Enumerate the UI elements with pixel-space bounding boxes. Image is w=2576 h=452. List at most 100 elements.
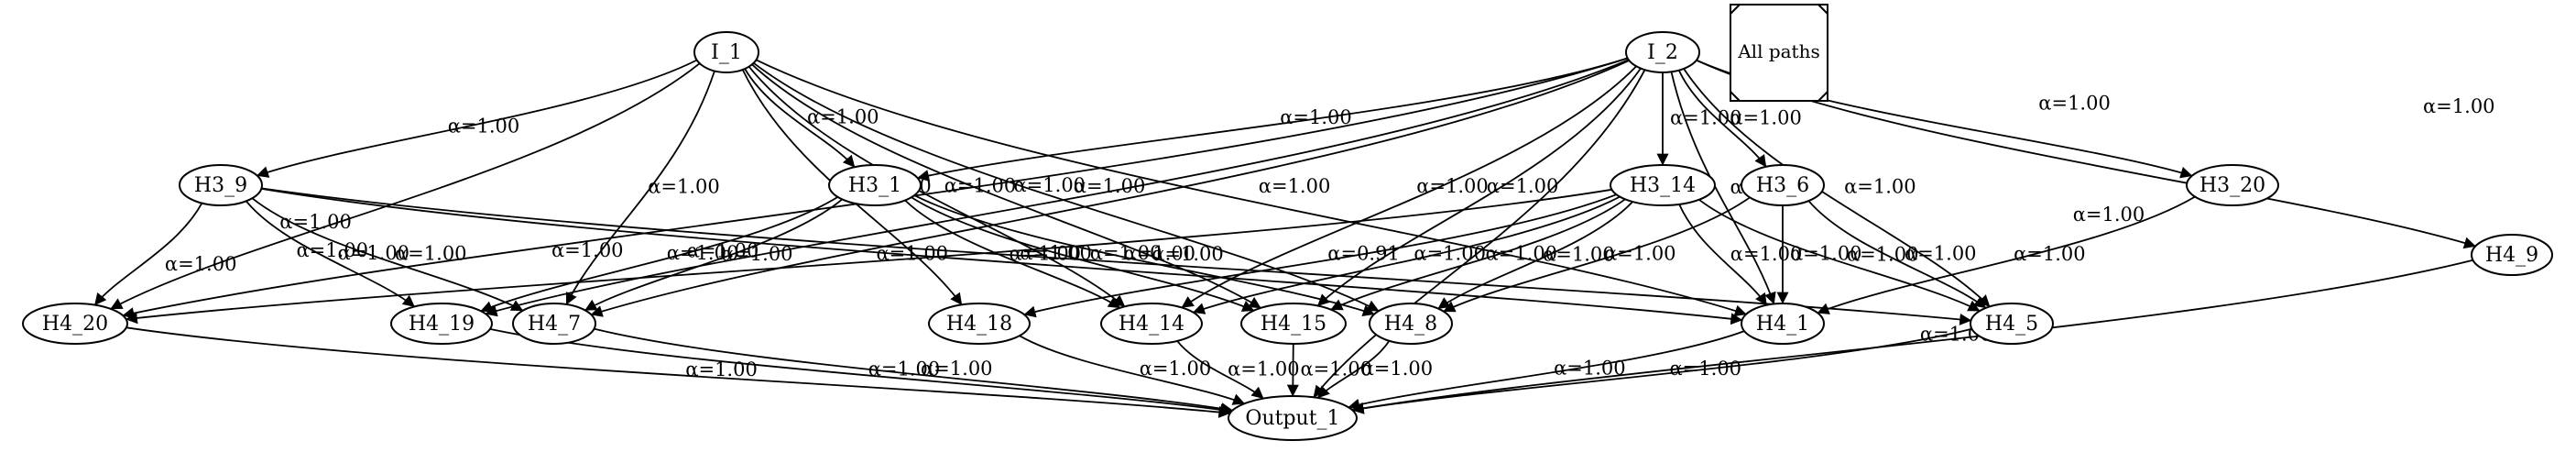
- edge-label-H3_1-to-H4_7: α=1.00: [721, 243, 793, 265]
- node-h3-14: H3_14: [1610, 164, 1716, 206]
- edge-H3_9-to-H4_1: [261, 188, 1743, 325]
- edge-I_1-to-H4_20: [110, 62, 701, 310]
- edge-H3_1-to-H4_15: [911, 196, 1255, 312]
- node-label: I_2: [1647, 41, 1678, 64]
- edge-label-H3_9-to-H4_19: α=1.00: [338, 242, 410, 264]
- edge-H4_19-to-Output_1: [489, 328, 1233, 416]
- node-label: H4_8: [1384, 313, 1437, 336]
- edge-H3_14-to-H4_1: [1678, 204, 1768, 306]
- edge-label-I_2-to-H3_1: α=1.00: [1280, 106, 1352, 128]
- node-h4-19: H4_19: [390, 303, 493, 345]
- node-label: H4_1: [1756, 313, 1809, 336]
- edge-label-I_2-to-H4_15: α=1.00: [1487, 175, 1559, 197]
- edge-label-H3_9-to-H4_1: α=1.00: [1010, 243, 1082, 265]
- edge-H4_14-to-Output_1: [1176, 340, 1264, 400]
- node-ellipse: [1228, 395, 1358, 441]
- node-h4-15: H4_15: [1240, 303, 1347, 345]
- node-label: Output_1: [1245, 407, 1339, 430]
- edge-I_2-to-Output_1: [1313, 69, 1646, 398]
- edge-label-H4_19-to-Output_1: α=1.00: [868, 358, 941, 380]
- node-ellipse: [1970, 303, 2054, 345]
- edge-I_2-to-H4_1: [1670, 72, 1776, 305]
- edge-label-I_2-to-H4_7: α=1.00: [687, 240, 759, 262]
- node-label: H4_19: [409, 313, 475, 336]
- node-h4-1: H4_1: [1741, 303, 1825, 345]
- node-h4-8: H4_8: [1369, 303, 1453, 345]
- node-label: I_1: [711, 41, 742, 64]
- edge-H4_20-to-Output_1: [126, 326, 1231, 418]
- edge-I_1-to-H4_7: [565, 71, 715, 305]
- edge-label-I_1-to-H4_15: α=1.00: [1014, 174, 1086, 196]
- edge-label-H3_1-to-H4_8: α=1.00: [1152, 243, 1224, 265]
- edge-label-I_2-to-H4_19: α=1.00: [551, 239, 624, 261]
- edge-I_1-to-H3_1: [744, 68, 856, 168]
- node-label: H4_5: [1985, 313, 2038, 336]
- edge-I_2-to-H4_5: [1683, 68, 1991, 308]
- node-h4-18: H4_18: [928, 303, 1031, 345]
- node-h4-5: H4_5: [1970, 303, 2054, 345]
- edge-H3_14-to-H4_20: [125, 188, 1612, 325]
- edge-label-H3_14-to-H4_20: α=1.00: [877, 243, 949, 265]
- edge-label-H4_5-to-Output_1: α=1.00: [1670, 358, 1742, 380]
- node-h4-14: H4_14: [1100, 303, 1203, 345]
- edge-I_2-to-H3_1: [917, 57, 1629, 182]
- edge-label-H3_14-to-H4_1: α=1.00: [1730, 243, 1803, 265]
- edge-label-H3_1-to-H4_14: α=1.00: [1020, 242, 1092, 264]
- edge-label-I_1-to-H4_20: α=1.00: [279, 211, 352, 233]
- edge-H3_1-to-H4_19: [480, 196, 838, 313]
- edge-H3_14-to-H4_18: [1023, 193, 1617, 318]
- node-output-1: Output_1: [1228, 395, 1358, 441]
- edge-label-H3_14-to-H4_15: α=1.00: [1486, 243, 1558, 265]
- edge-I_2-to-H4_7: [590, 60, 1630, 317]
- edge-label-H3_6-to-H4_8: α=1.00: [1604, 243, 1676, 265]
- edge-label-I_2-to-H3_14: α=1.00: [1670, 107, 1742, 129]
- edge-label-H3_6-to-H4_5: α=1.00: [1905, 243, 1977, 265]
- edge-I_1-to-H4_15: [751, 63, 1261, 309]
- edge-H3_9-to-H4_20: [93, 203, 203, 306]
- edge-label-H4_18-to-Output_1: α=1.00: [1140, 358, 1212, 380]
- node-label: H4_14: [1119, 313, 1184, 336]
- edge-label-I_2-to-H4_14: α=1.00: [1416, 175, 1489, 197]
- edge-H3_14-to-H4_15: [1330, 198, 1626, 311]
- edge-I_1-to-H4_14: [748, 66, 1126, 308]
- edge-label-H4_1-to-Output_1: α=1.00: [1554, 358, 1626, 380]
- edge-label-H3_9-to-H4_5: α=1.00: [1124, 243, 1196, 265]
- edge-label-I_2-to-H4_5: α=1.00: [1844, 176, 1916, 198]
- node-h4-9: H4_9: [2471, 234, 2553, 276]
- edge-I_2-to-H4_14: [1181, 65, 1637, 309]
- node-label: H4_15: [1261, 313, 1326, 336]
- edge-H3_1-to-H4_7: [584, 198, 843, 312]
- edge-H4_18-to-Output_1: [1019, 335, 1246, 405]
- node-i-2: I_2: [1625, 31, 1700, 73]
- edge-H4_7-to-Output_1: [594, 327, 1234, 415]
- edge-label-H3_14-to-H4_8: α=1.00: [1543, 243, 1615, 265]
- edge-label-I_2-to-Output_1: α=1.00: [2073, 204, 2145, 226]
- edge-label-I_2-to-H4_9: α=1.00: [2423, 95, 2495, 117]
- edge-I_1-to-H4_8: [753, 61, 1380, 312]
- edge-label-I_2-to-H3_6: α=1.00: [1730, 106, 1802, 128]
- edge-label-H3_14-to-H4_5: α=1.00: [1847, 244, 1919, 266]
- edge-H3_6-to-H4_5: [1807, 200, 1987, 309]
- node-label: H4_18: [946, 313, 1012, 336]
- node-i-1: I_1: [693, 31, 759, 73]
- edge-label-H3_9-to-H4_7: α=1.00: [395, 243, 467, 265]
- node-ellipse: [1741, 303, 1825, 345]
- edge-label-I_1-to-H4_8: α=1.00: [1074, 175, 1146, 197]
- edge-H4_9-to-Output_1: [1351, 259, 2473, 414]
- node-h4-20: H4_20: [22, 303, 128, 345]
- node-ellipse: [1240, 303, 1347, 345]
- edge-label-I_1-to-H4_7: α=1.00: [648, 176, 720, 198]
- edge-H3_20-to-H4_1: [1817, 195, 2196, 314]
- edge-label-I_1-to-H3_9: α=1.00: [448, 116, 520, 138]
- edge-H3_1-to-H4_14: [904, 199, 1121, 309]
- edge-I_2-to-H4_19: [485, 59, 1630, 317]
- edge-label-H3_1-to-H4_19: α=1.00: [667, 242, 739, 264]
- node-ellipse: [693, 31, 759, 73]
- node-h3-1: H3_1: [828, 164, 922, 206]
- edge-label-H3_1-to-H4_15: α=1.00: [1090, 242, 1162, 264]
- node-h3-9: H3_9: [179, 164, 263, 206]
- legend-label: All paths: [1737, 40, 1820, 62]
